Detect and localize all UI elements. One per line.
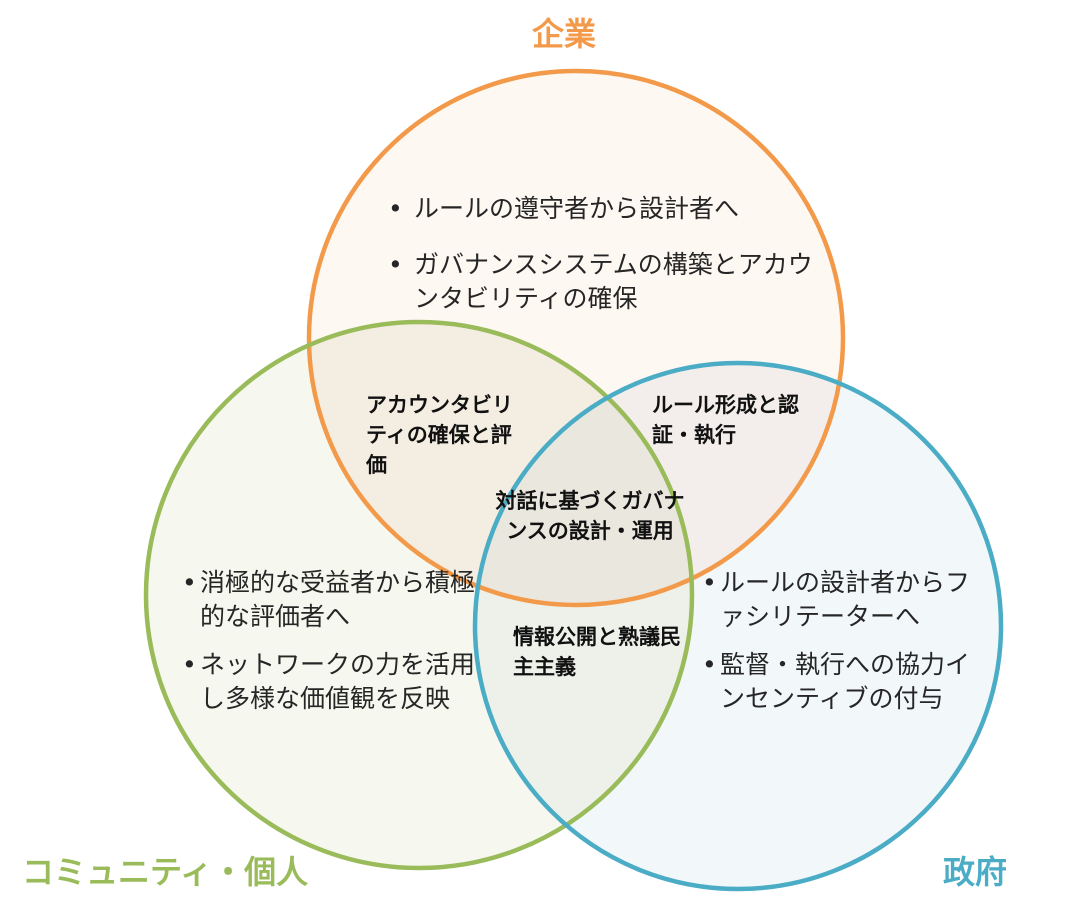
government-role-item: 監督・執行への協力インセンティブの付与 xyxy=(700,648,980,716)
overlap-corp-comm-label: アカウンタビリティの確保と評価 xyxy=(366,393,513,477)
overlap-all-label: 対話に基づくガバナンスの設計・運用 xyxy=(495,489,685,543)
government-role-item: ルールの設計者からファシリテーターへ xyxy=(700,566,980,634)
community-title: コミュニティ・個人 xyxy=(22,853,309,891)
government-title: 政府 xyxy=(943,853,1008,891)
corporate-role-item: ガバナンスシステムの構築とアカウンタビリティの確保 xyxy=(384,248,824,316)
government-roles: ルールの設計者からファシリテーターへ 監督・執行への協力インセンティブの付与 xyxy=(700,566,980,730)
community-circle xyxy=(143,319,695,871)
community-role-item: 消極的な受益者から積極的な評価者へ xyxy=(180,566,480,634)
corporate-role-item: ルールの遵守者から設計者へ xyxy=(384,192,824,226)
corporate-circle xyxy=(306,68,846,608)
community-role-item: ネットワークの力を活用し多様な価値観を反映 xyxy=(180,648,480,716)
overlap-gov-comm-label: 情報公開と熟議民主主義 xyxy=(513,625,681,679)
overlap-corp-gov-label: ルール形成と認証・執行 xyxy=(652,393,799,447)
corporate-roles: ルールの遵守者から設計者へ ガバナンスシステムの構築とアカウンタビリティの確保 xyxy=(384,192,824,338)
overlap-all xyxy=(475,363,692,605)
corporate-title: 企業 xyxy=(532,15,597,53)
community-roles: 消極的な受益者から積極的な評価者へ ネットワークの力を活用し多様な価値観を反映 xyxy=(180,566,480,730)
